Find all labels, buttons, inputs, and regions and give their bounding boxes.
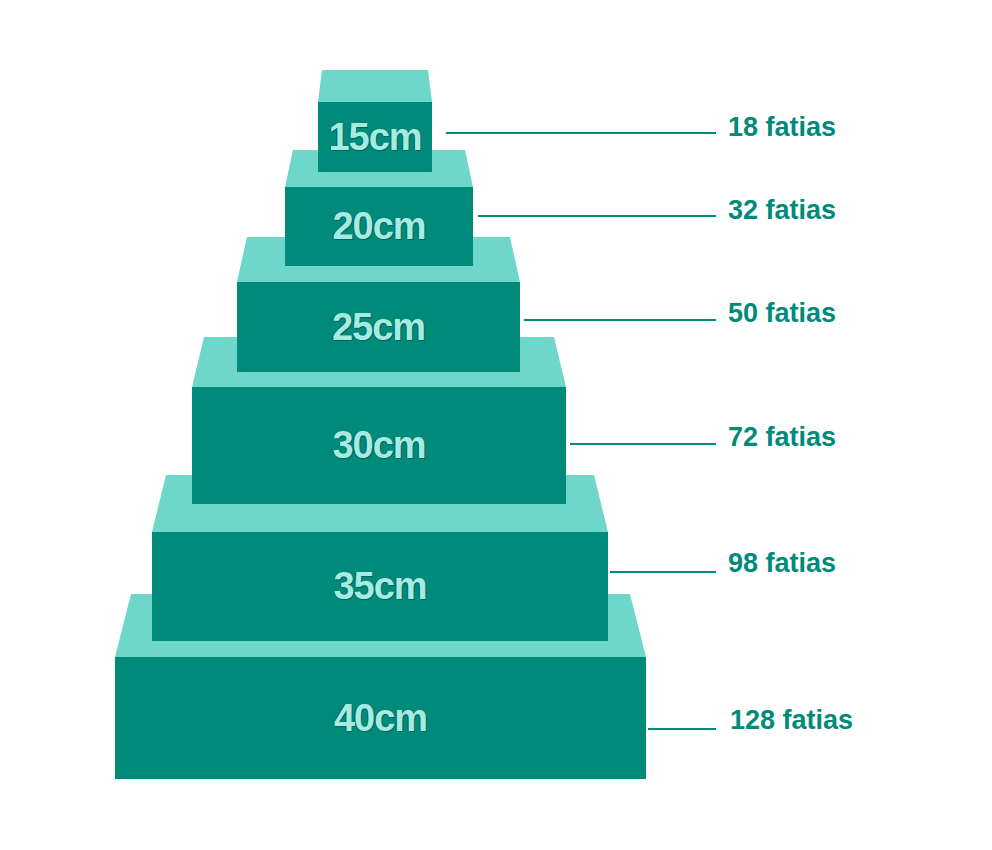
leader-line: [570, 443, 716, 445]
tier-top: [237, 237, 520, 282]
tier-front: [237, 282, 520, 372]
tier-front: [115, 657, 646, 779]
tier-front: [318, 102, 432, 172]
cake-tier: 15cm: [318, 70, 432, 172]
tier-top: [285, 150, 473, 187]
tier-size: 40cm: [334, 697, 427, 740]
tier-size: 15cm: [328, 116, 421, 159]
leader-line: [524, 319, 716, 321]
slice-count: 128 fatias: [730, 707, 853, 734]
leader-line: [648, 728, 716, 730]
leader-line: [478, 215, 716, 217]
tier-top: [115, 594, 646, 657]
slice-count: 72 fatias: [728, 424, 836, 451]
tier-size: 20cm: [332, 205, 425, 248]
tier-size: 35cm: [333, 565, 426, 608]
slice-count: 50 fatias: [728, 300, 836, 327]
slice-count: 18 fatias: [728, 114, 836, 141]
leader-line: [446, 132, 716, 134]
tier-front: [152, 532, 608, 641]
tier-size: 25cm: [332, 306, 425, 349]
slice-count: 32 fatias: [728, 197, 836, 224]
tier-top: [152, 475, 608, 532]
slice-count: 98 fatias: [728, 550, 836, 577]
tier-front: [285, 187, 473, 266]
tier-size: 30cm: [332, 424, 425, 467]
tier-top: [192, 337, 566, 387]
tier-top: [318, 70, 432, 102]
tier-front: [192, 387, 566, 504]
leader-line: [610, 571, 716, 573]
